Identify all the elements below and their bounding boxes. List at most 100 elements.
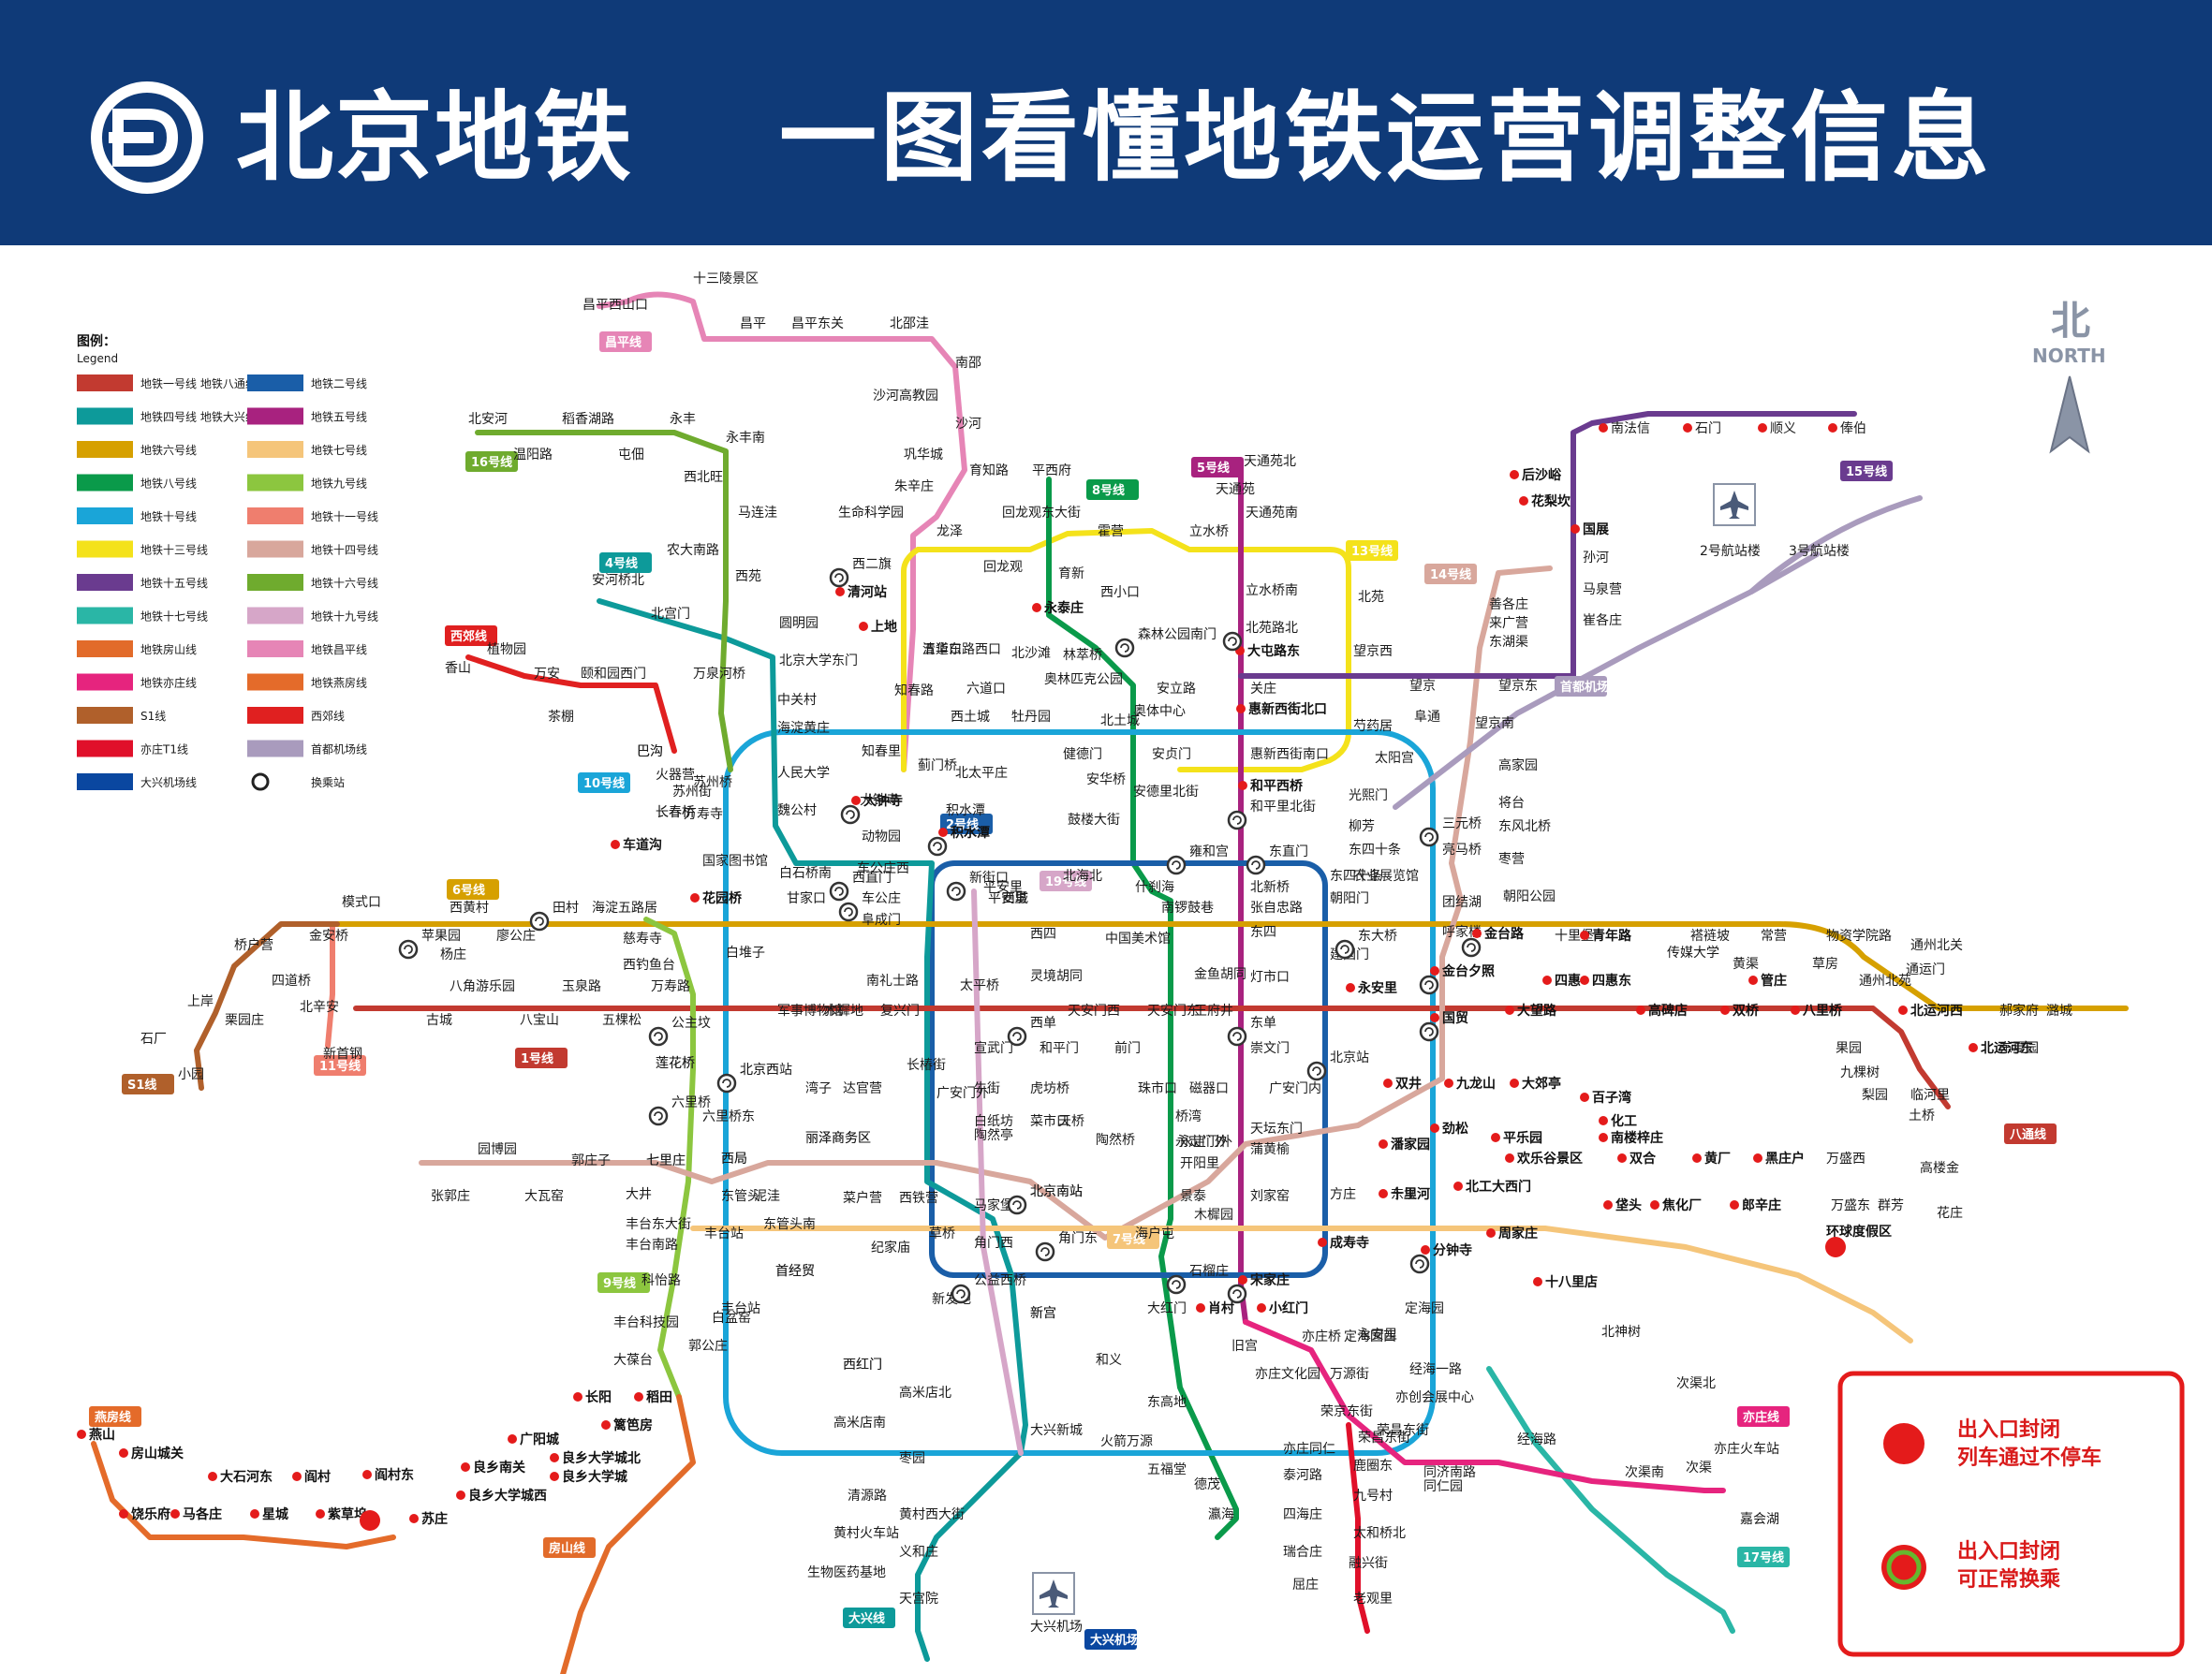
station-label: 西钓鱼台 (623, 957, 675, 973)
station-label: 温阳路 (513, 448, 553, 463)
notice-transfer-line1: 出入口封闭 (1957, 1540, 2060, 1564)
transfer-icon (838, 902, 859, 922)
station-label: 西局 (721, 1152, 747, 1167)
closure-dot (690, 893, 700, 903)
closure-notice-box: 出入口封闭 列车通过不停车 出入口封闭 可正常换乘 (1837, 1371, 2185, 1657)
station-label: 定海园西 (1344, 1329, 1396, 1344)
station-label: 海淀五路居 (592, 901, 657, 916)
closure-dot (550, 1453, 559, 1462)
line-capital-curve (1748, 495, 1923, 595)
station-label: 车道沟 (623, 837, 662, 853)
station-label: 景泰 (1180, 1189, 1206, 1204)
station-label: 圆明园 (779, 616, 818, 631)
station-label: 石门 (1695, 421, 1721, 436)
line-badge (940, 814, 993, 834)
station-label: 分钟寺 (1433, 1242, 1472, 1258)
line-badge (89, 1406, 141, 1427)
station-label: 孙河 (1583, 551, 1609, 565)
transfer-icon (1222, 631, 1243, 652)
transfer-icon (1166, 1274, 1187, 1295)
station-label: 花园桥 (702, 890, 743, 906)
legend-swatch (247, 640, 303, 657)
station-label: 东大桥 (1358, 929, 1397, 944)
legend-label: 地铁一号线 地铁八通线 (140, 377, 257, 390)
closure-dot (835, 587, 845, 596)
station-label: 旧宫 (1231, 1339, 1258, 1354)
closure-dot (1692, 1153, 1702, 1163)
closure-dot (1236, 704, 1246, 713)
legend-label: 地铁十三号线 (140, 544, 208, 557)
station-label: 八宝山 (520, 1013, 559, 1028)
station-label: 朱辛庄 (894, 478, 934, 494)
station-label: 健德门 (1063, 747, 1102, 762)
station-label: 同济南路 (1423, 1465, 1476, 1480)
station-label: 永丰南 (726, 431, 765, 446)
station-label: 安贞门 (1152, 746, 1191, 762)
closure-dot (461, 1462, 470, 1472)
closure-dot (1599, 1133, 1608, 1142)
station-label: 双桥 (1733, 1003, 1760, 1019)
line-badge-label: S1线 (127, 1078, 156, 1093)
closure-dot (1032, 603, 1041, 612)
station-label: 嘉会湖 (1740, 1512, 1779, 1527)
closure-dot (1753, 1153, 1762, 1163)
legend-subtitle: Legend (77, 352, 118, 365)
station-label: 刘家窑 (1250, 1188, 1290, 1204)
closure-dot (1472, 929, 1482, 938)
station-label: 军事博物馆 (777, 1003, 843, 1019)
station-label: 公主坟 (671, 1016, 711, 1031)
transfer-icon (1007, 1195, 1027, 1215)
legend-items: 地铁一号线 地铁八通线地铁二号线地铁四号线 地铁大兴线地铁五号线地铁六号线地铁七… (77, 374, 378, 791)
station-label: 东高地 (1147, 1394, 1187, 1410)
line-badge-label: 19号线 (1045, 874, 1086, 889)
station-label: 双井 (1395, 1076, 1422, 1092)
station-label: 通州北关 (1910, 938, 1963, 953)
station-label: 郭公庄 (688, 1338, 728, 1354)
line-07 (690, 1226, 1913, 1344)
station-label: 茶棚 (548, 710, 574, 725)
station-label: 北苑路北 (1246, 621, 1298, 636)
station-label: 崔各庄 (1583, 612, 1622, 628)
station-label: 四惠东 (1592, 973, 1631, 989)
transfer-icon (648, 1106, 669, 1126)
station-label: 魏公村 (777, 803, 817, 818)
station-label: 荣京东街 (1320, 1404, 1373, 1419)
station-label: 来广营 (1489, 616, 1528, 631)
closure-dot (859, 622, 868, 631)
closure-dot (601, 1420, 611, 1430)
station-label: 育新 (1058, 566, 1084, 581)
legend-swatch (77, 574, 133, 591)
transfer-icon (1306, 1061, 1327, 1081)
station-label: 菜市口 (1030, 1113, 1069, 1129)
closure-dot (1791, 1006, 1800, 1015)
station-label: 果园 (1836, 1041, 1862, 1056)
station-label: 南礼士路 (866, 974, 919, 989)
station-label: 北辛安 (300, 1000, 339, 1015)
line-09 (643, 917, 696, 1400)
station-label: 沙河 (955, 417, 981, 432)
legend-swatch (247, 441, 303, 458)
station-label: 六里桥东 (702, 1109, 755, 1124)
station-label: 和平里北街 (1250, 800, 1316, 815)
station-label: 马家堡 (974, 1197, 1013, 1213)
station-label: 宋家庄 (1249, 1272, 1290, 1288)
station-label: 广安门内 (1269, 1081, 1321, 1096)
station-label: 芍药居 (1353, 719, 1393, 734)
station-label: 德茂 (1194, 1476, 1220, 1492)
line-badge (843, 1608, 895, 1628)
legend-label: 地铁九号线 (311, 477, 367, 491)
station-label: 宋家庄 (1250, 1272, 1290, 1288)
closure-dot (1430, 966, 1439, 976)
line-badge-label: 8号线 (1092, 483, 1125, 498)
station-label: 海淀黄庄 (777, 720, 830, 736)
station-label: 肖村 (1208, 1300, 1234, 1316)
brand-name: 北京地铁 (236, 81, 634, 195)
station-label: 荣昌东街 (1377, 1423, 1429, 1438)
station-label: 万泉河桥 (693, 666, 745, 682)
legend-label: 地铁七号线 (311, 444, 367, 457)
station-label: 2号航站楼 (1700, 544, 1761, 559)
station-label: 奥体中心 (1133, 703, 1186, 719)
legend-swatch (77, 441, 133, 458)
station-label: 太阳宫 (1375, 751, 1414, 766)
closure-dot (1758, 423, 1767, 433)
